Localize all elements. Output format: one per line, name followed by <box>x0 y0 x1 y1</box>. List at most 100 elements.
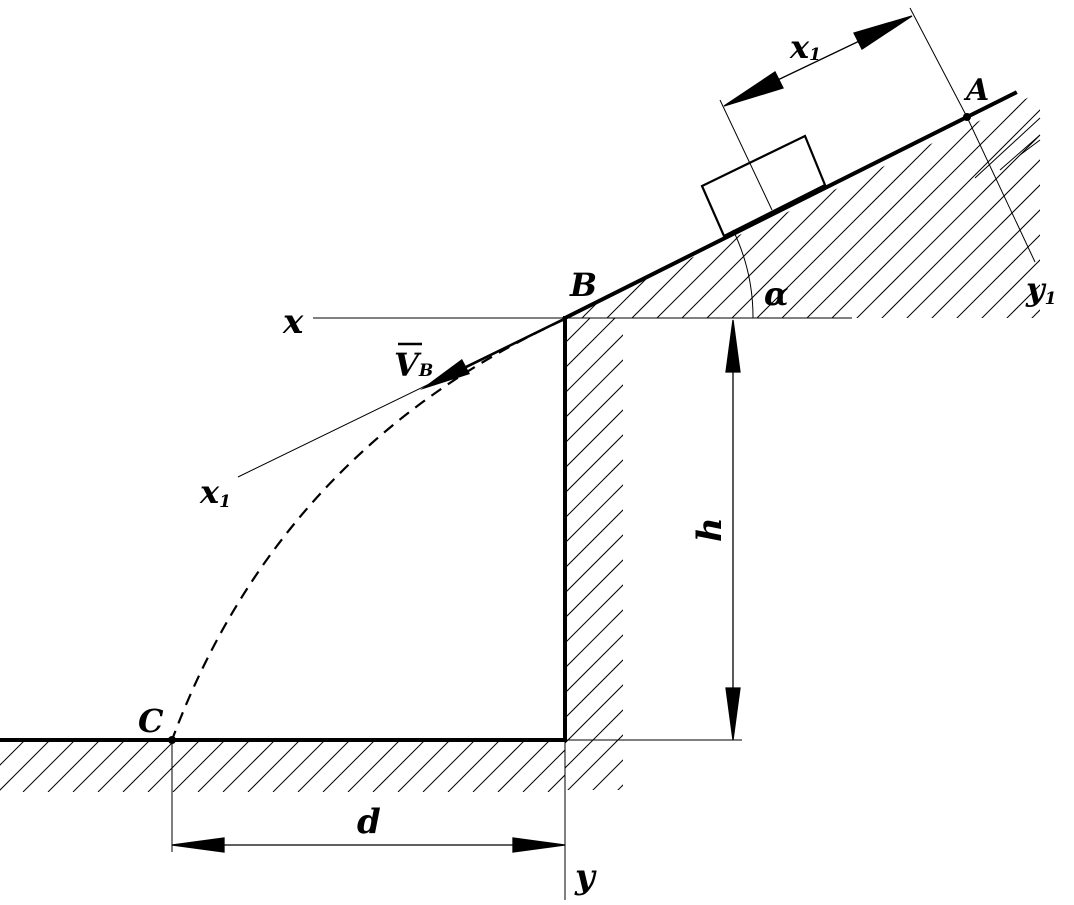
hatch-line <box>592 759 623 790</box>
hatch-line <box>497 740 551 792</box>
label-alpha: α <box>764 275 789 313</box>
label-x1-dimension: x1 <box>789 28 821 66</box>
hatch-line <box>904 92 1040 318</box>
alpha-arc <box>732 229 754 319</box>
hatch-line <box>829 92 1040 318</box>
hatch-line <box>979 92 1040 318</box>
label-b: B <box>569 266 597 304</box>
point-c-marker <box>168 736 176 744</box>
h-arrow-top <box>725 319 741 373</box>
hatch-line <box>522 749 565 792</box>
hatch-line <box>565 684 623 744</box>
hatch-line <box>565 318 591 344</box>
hatch-line <box>422 740 476 792</box>
body-outline <box>0 90 1018 742</box>
hatch-line <box>804 92 1036 318</box>
hatch-line <box>472 740 526 792</box>
sliding-block <box>700 134 827 238</box>
d-arrow-left <box>171 837 225 853</box>
hatch-line <box>565 459 623 519</box>
wall-hatching <box>565 318 623 790</box>
hatch-line <box>222 740 276 792</box>
hatch-line <box>47 740 101 792</box>
hatch-line <box>565 92 586 318</box>
hatch-line <box>565 92 661 318</box>
hatch-line <box>954 92 1040 318</box>
hatch-line <box>147 740 201 792</box>
d-arrow-right <box>512 837 566 853</box>
hatch-line <box>565 334 623 394</box>
label-x1-axis: x1 <box>199 473 231 512</box>
ground-hatching <box>0 740 565 792</box>
hatch-line <box>879 92 1040 318</box>
hatch-line <box>604 92 836 318</box>
label-vb: VB <box>394 342 433 384</box>
hatch-line <box>565 509 623 569</box>
hatch-line <box>397 740 451 792</box>
x1-dim-arrow-right <box>853 15 913 50</box>
y1-axis-line <box>966 116 1036 263</box>
hatch-line <box>704 92 936 318</box>
hatch-line <box>565 384 623 444</box>
hatch-line <box>297 740 351 792</box>
hatch-line <box>565 434 623 494</box>
hatch-line <box>617 784 623 790</box>
hatch-line <box>565 92 636 318</box>
hatch-line <box>347 740 401 792</box>
label-a: A <box>963 73 989 108</box>
hatch-line <box>565 92 736 318</box>
x1-dim-arrow-left <box>723 71 784 107</box>
hatch-line <box>854 92 1040 318</box>
label-h: h <box>690 517 730 542</box>
svg-text:VB: VB <box>394 346 433 384</box>
label-c: C <box>138 702 164 740</box>
hatch-line <box>22 740 76 792</box>
hatch-line <box>0 740 51 791</box>
hatch-line <box>72 740 126 792</box>
hatch-line <box>0 740 26 766</box>
hatch-line <box>565 559 623 619</box>
x1-dim-ext-right <box>909 7 968 118</box>
hatch-line <box>565 92 761 318</box>
hatch-line <box>372 740 426 792</box>
hatch-line <box>565 534 623 594</box>
label-y-axis: y <box>574 857 597 897</box>
hatch-line <box>547 774 565 792</box>
hatch-line <box>565 409 623 469</box>
dimensions <box>171 15 913 853</box>
hatch-line <box>97 740 151 792</box>
hatch-line <box>629 92 861 318</box>
hatch-line <box>447 740 501 792</box>
hatch-line <box>779 92 1011 318</box>
incline-surface <box>562 90 1018 321</box>
hatch-line <box>172 740 226 792</box>
hatch-line <box>565 609 623 669</box>
hatch-line <box>565 584 623 644</box>
hatch-line <box>565 634 623 694</box>
label-d: d <box>357 802 381 842</box>
label-y1-axis: y1 <box>1025 270 1056 309</box>
hatch-line <box>197 740 251 792</box>
construction-lines <box>171 7 1036 900</box>
hatch-line <box>565 318 616 369</box>
x1-dim-ext-left <box>719 99 773 211</box>
hatch-line <box>565 659 623 719</box>
hatch-line <box>565 484 623 544</box>
hatch-line <box>247 740 301 792</box>
hatch-line <box>272 740 326 792</box>
hatch-line <box>322 740 376 792</box>
upper-hatching <box>974 117 1041 179</box>
slope-hatching <box>330 90 1040 320</box>
hatch-line <box>565 359 623 419</box>
point-a-marker <box>963 113 971 121</box>
hatch-line <box>567 734 623 790</box>
trajectory-curve <box>170 319 564 741</box>
hatch-line <box>330 90 560 320</box>
hatch-line <box>122 740 176 792</box>
hatch-line <box>929 92 1040 318</box>
label-x-axis: x <box>282 302 304 342</box>
h-arrow-bottom <box>725 687 741 741</box>
hatch-line <box>565 709 623 769</box>
